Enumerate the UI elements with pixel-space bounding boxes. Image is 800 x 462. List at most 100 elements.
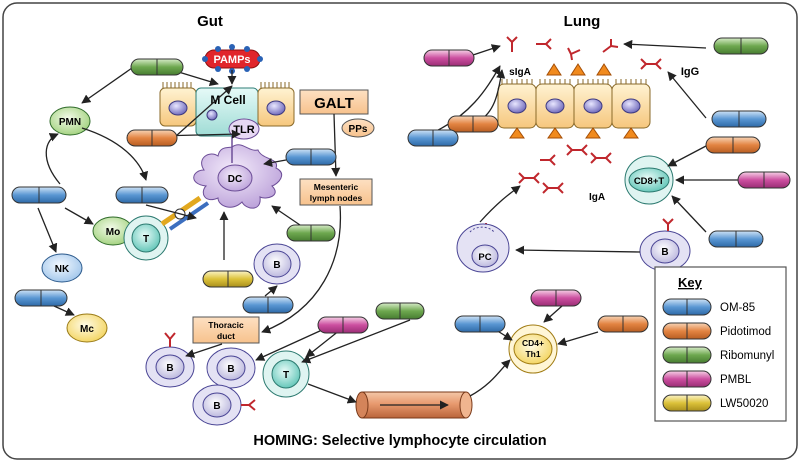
b-cell-with-antibody-left: B <box>145 332 195 388</box>
cd8t-cell: CD8+T <box>624 155 674 205</box>
legend-label: Pidotimod <box>720 326 771 338</box>
b-cell-center: B <box>206 347 256 389</box>
capsule-pidotimod-gut-1 <box>126 129 178 147</box>
legend-item-om-85: OM-85 <box>662 298 755 316</box>
lung-epithelium <box>497 79 651 139</box>
dendritic-cell: DC <box>193 144 283 209</box>
svg-text:B: B <box>661 247 668 258</box>
arrow-om-b <box>264 285 278 297</box>
cd4-th1-cell: CD4+ Th1 <box>508 324 558 374</box>
capsule-ribomunyl-top <box>130 58 184 76</box>
arrow-om-mo <box>64 207 94 225</box>
arrow-om-igg <box>667 71 707 119</box>
arrow-pmbl-t <box>305 329 341 358</box>
svg-text:B: B <box>273 260 280 271</box>
svg-text:CD4+: CD4+ <box>522 338 544 348</box>
capsule-om85-lung-3 <box>708 230 764 248</box>
legend-label: OM-85 <box>720 302 755 314</box>
gut-header: Gut <box>197 13 223 30</box>
bottom-t-cell: T <box>262 350 310 398</box>
nk-cell: NK <box>41 253 83 283</box>
arrow-ribo-lung <box>623 39 707 49</box>
capsule-om85-lung-2 <box>711 110 767 128</box>
b-cell-lower: B <box>192 384 256 426</box>
svg-text:Th1: Th1 <box>525 349 540 359</box>
legend-label: LW50020 <box>720 398 768 410</box>
arrow-om-siga <box>429 65 501 135</box>
svg-text:PMN: PMN <box>59 117 81 128</box>
arrow-om-pmn <box>45 133 61 185</box>
gut-epithelium: M Cell <box>159 82 295 137</box>
galt-box <box>299 89 369 115</box>
thoracic-line2: duct <box>217 331 235 341</box>
legend-item-pmbl: PMBL <box>662 370 752 388</box>
capsule-pmbl-lung-top <box>423 49 475 67</box>
capsule-ribomunyl-bottom <box>375 302 425 320</box>
arrow-pc-iga <box>479 185 521 223</box>
legend-label: Ribomunyl <box>720 350 774 362</box>
lung-b-cell: B <box>639 218 691 272</box>
capsule-om85-gut-dc <box>285 148 337 166</box>
pamps-label: PAMPs <box>213 54 250 66</box>
mc-cell: Mc <box>66 313 108 343</box>
capsule-ribomunyl-gut <box>286 224 336 242</box>
gut-b-cell-upper: B <box>253 243 301 285</box>
homing-caption: HOMING: Selective lymphocyte circulation <box>253 433 546 449</box>
arrow-galt-mesenteric <box>331 113 341 177</box>
capsules <box>11 37 791 334</box>
flow-arrows <box>37 39 740 404</box>
igg-label: IgG <box>681 66 699 78</box>
capsule-lw50020-gut <box>202 270 254 288</box>
capsule-pmbl-lung-2 <box>737 171 791 189</box>
svg-text:Mo: Mo <box>106 227 120 238</box>
pamps-badge: PAMPs <box>202 44 263 74</box>
arrow-pido-cd4 <box>557 331 599 347</box>
thoracic-box <box>192 316 260 344</box>
lung-apical-antigens <box>546 63 612 76</box>
arrow-pido-cd8t <box>667 145 707 167</box>
legend-title: Key <box>678 275 703 290</box>
arrow-pmbl-b <box>255 329 323 361</box>
svg-text:B: B <box>166 363 173 374</box>
pps-badge <box>341 118 375 138</box>
capsule-pmbl-bottom <box>317 316 369 334</box>
siga-label: sIgA <box>509 67 531 78</box>
svg-text:NK: NK <box>55 264 70 275</box>
arrow-om-nk <box>37 207 58 253</box>
galt-label: GALT <box>314 95 354 112</box>
blood-vessel <box>355 391 473 419</box>
arrow-thoracic-b <box>185 343 223 358</box>
arrow-om-dc <box>145 204 197 221</box>
mesenteric-line1: Mesenteric <box>314 182 359 192</box>
pps-label: PPs <box>349 124 368 135</box>
dc-label: DC <box>228 174 242 185</box>
arrow-ribo-dc <box>271 205 301 226</box>
svg-text:T: T <box>143 234 149 245</box>
arrow-pido-mcell <box>175 85 233 137</box>
capsule-om85-cd4 <box>454 315 506 333</box>
svg-text:T: T <box>283 370 289 381</box>
capsule-om85-gut-left <box>11 186 67 204</box>
capsule-pidotimod-cd4 <box>597 315 649 333</box>
arrow-pmn-cascade <box>81 127 148 181</box>
capsule-om85-gut-mid <box>115 186 169 204</box>
capsule-om85-gut-mc <box>14 289 68 307</box>
arrow-t-vessel <box>307 383 357 404</box>
legend-item-pidotimod: Pidotimod <box>662 322 771 340</box>
gut-t-cell: T <box>123 215 169 261</box>
arrow-ribo-pmn <box>81 67 133 104</box>
lung-antibodies <box>479 36 662 239</box>
lung-header: Lung <box>564 13 601 30</box>
iga-label: IgA <box>589 192 605 203</box>
legend-item-ribomunyl: Ribomunyl <box>662 346 774 364</box>
arrow-om-cd8t <box>671 195 707 233</box>
arrow-om-mc <box>53 305 75 316</box>
arrow-vessel-cd4 <box>469 359 511 397</box>
m-cell-label: M Cell <box>210 93 245 107</box>
svg-text:B: B <box>213 401 220 412</box>
svg-text:PC: PC <box>478 252 491 263</box>
arrow-mesenteric-thoracic <box>261 205 342 334</box>
